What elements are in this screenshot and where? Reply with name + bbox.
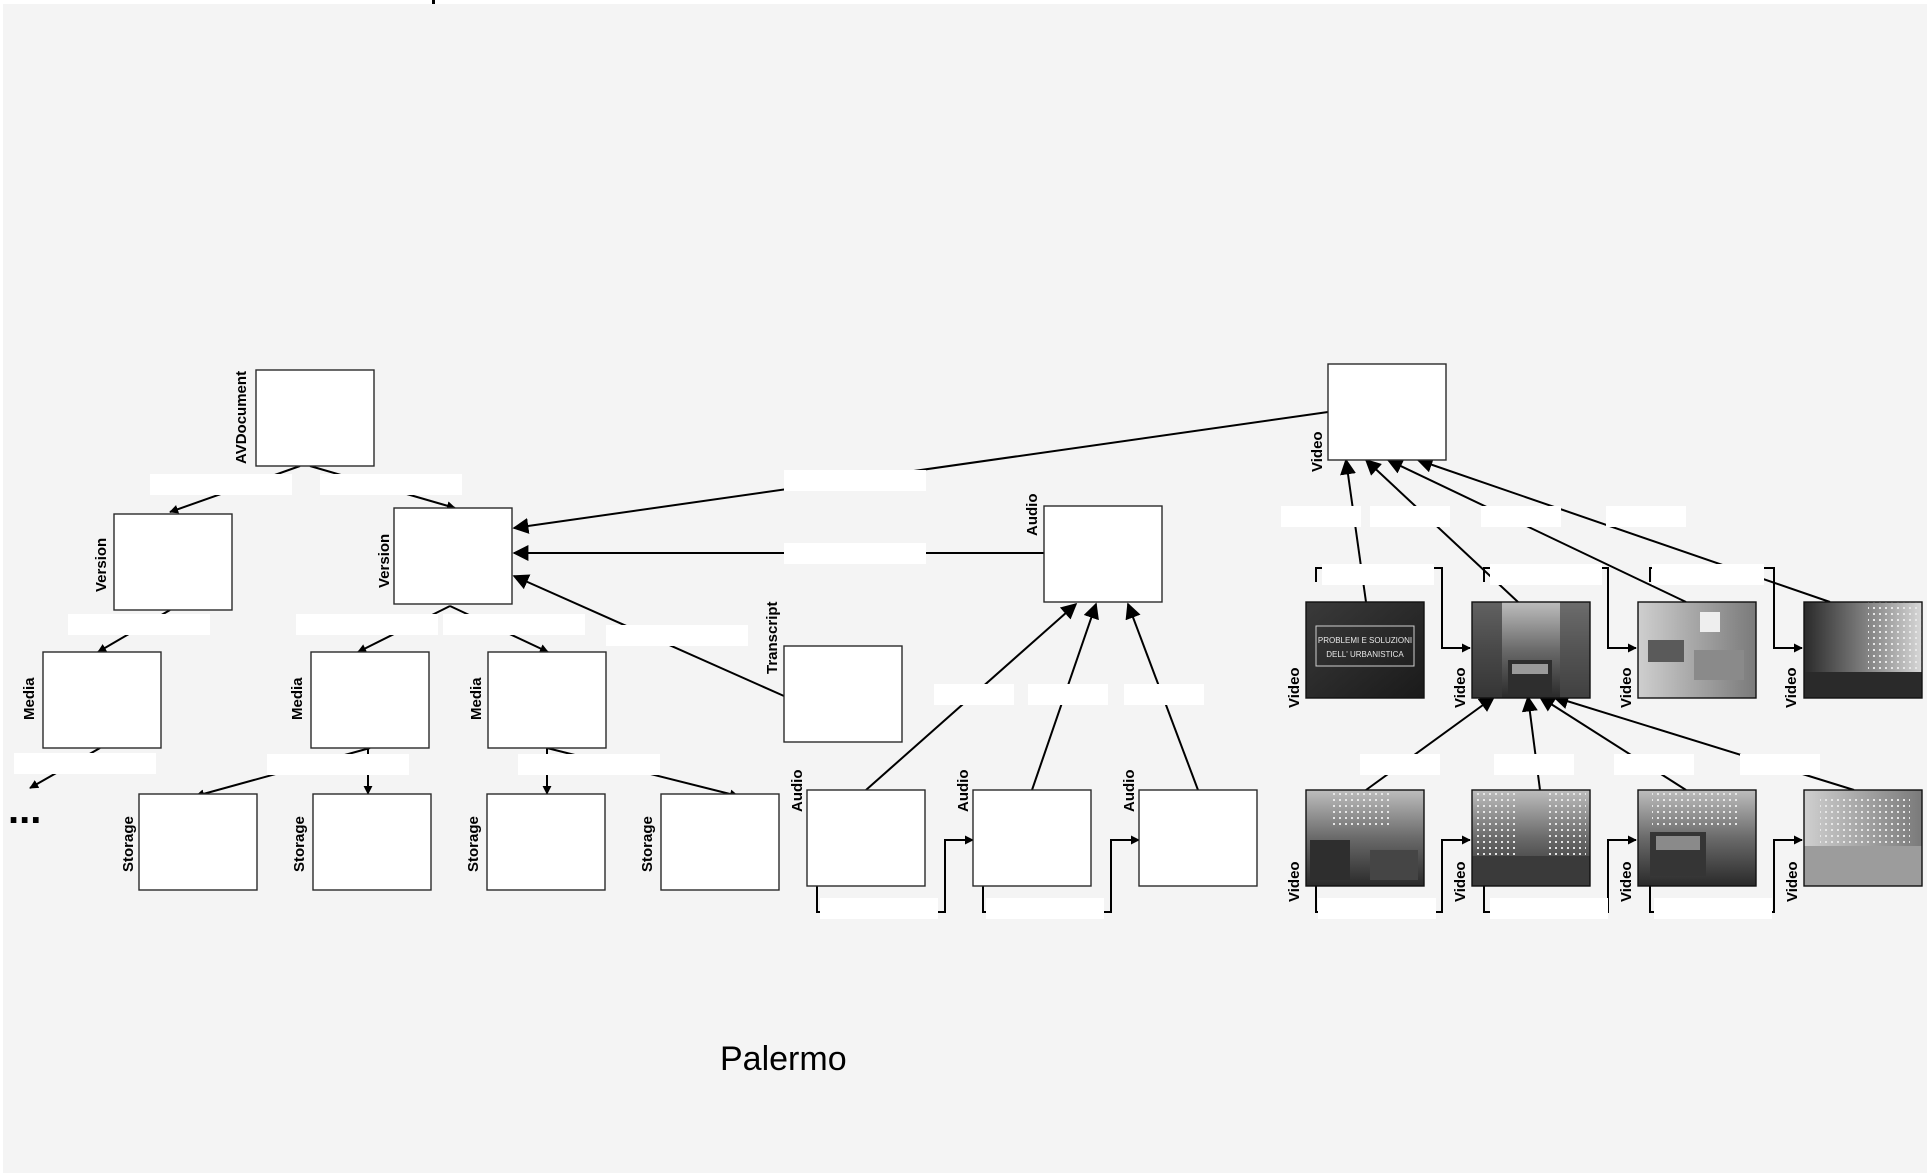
media-label: Media [21, 677, 38, 720]
edge-label-box [1028, 684, 1108, 705]
video-frame-thumbnail: Video [1286, 789, 1425, 902]
edge-label-box [784, 543, 926, 564]
audio-segment-node: Audio [1121, 770, 1258, 887]
sequence-edge [1649, 835, 1803, 913]
storage-label: Storage [465, 816, 482, 872]
video-label: Video [1452, 667, 1469, 708]
video-shot-thumbnail: Video [1618, 601, 1757, 708]
sequence-edge [1483, 567, 1637, 653]
video-label: Video [1784, 861, 1801, 902]
edge-label-box [518, 754, 660, 775]
sequence-edge [1315, 835, 1471, 913]
audio-label: Audio [1024, 494, 1041, 537]
video-label: Video [1286, 861, 1303, 902]
video-label: Video [1618, 861, 1635, 902]
version-node: Version [376, 507, 513, 605]
edge-label-box [320, 474, 462, 495]
audio-segment-node: Audio [955, 770, 1092, 887]
edge [1386, 458, 1687, 603]
audio-node: Audio [1024, 494, 1163, 603]
video-frame-thumbnail: Video [1618, 789, 1757, 902]
edge-label-box [1490, 898, 1608, 919]
video-shot-thumbnail: PROBLEMI E SOLUZIONI DELL' URBANISTICA V… [1286, 601, 1425, 708]
media-label: Media [289, 677, 306, 720]
sequence-edge [982, 835, 1140, 913]
edge-label-box [1481, 506, 1561, 527]
edge-label-box [443, 614, 585, 635]
storage-node: Storage [291, 793, 432, 891]
edge-label-box [296, 614, 438, 635]
storage-node: Storage [465, 793, 606, 891]
media-label: Media [468, 677, 485, 720]
storage-node: Storage [120, 793, 258, 891]
video-label: Video [1452, 861, 1469, 902]
storage-node: Storage [639, 793, 780, 891]
video-frame-thumbnail: Video [1784, 789, 1923, 902]
edge-label-box [1370, 506, 1450, 527]
avdocument-label: AVDocument [233, 371, 250, 464]
transcript-node: Transcript [764, 601, 903, 743]
transcript-label: Transcript [764, 601, 781, 674]
audio-label: Audio [955, 770, 972, 813]
sequence-edge [1315, 567, 1471, 653]
sequence-edge [816, 835, 974, 913]
video-shot-thumbnail: Video [1452, 601, 1591, 708]
edge-label-box [1652, 564, 1764, 585]
media-node: Media [468, 651, 607, 749]
edge-label-box [1360, 754, 1440, 775]
edge-label-box [820, 898, 938, 919]
edge-label-box [986, 898, 1104, 919]
diagram-background [3, 4, 1927, 1173]
video-label: Video [1783, 667, 1800, 708]
edge-label-box [150, 474, 292, 495]
edge-label-box [1494, 754, 1574, 775]
edge-label-box [1322, 564, 1434, 585]
version-label: Version [376, 534, 393, 588]
storage-label: Storage [639, 816, 656, 872]
edge-label-box [1318, 898, 1436, 919]
edge-label-box [68, 614, 210, 635]
sequence-edge [1649, 567, 1803, 653]
video-label: Video [1309, 431, 1326, 472]
edge-label-box [934, 684, 1014, 705]
edge-label-box [1614, 754, 1694, 775]
media-node: Media [289, 651, 430, 749]
edge-label-box [1740, 754, 1820, 775]
top-cut-mark [432, 0, 435, 4]
edge-label-box [267, 754, 409, 775]
edge-label-box [14, 753, 156, 774]
avdocument-node: AVDocument [233, 369, 375, 467]
storage-label: Storage [120, 816, 137, 872]
edge-label-box [1124, 684, 1204, 705]
video-shot-thumbnail: Video [1783, 601, 1923, 708]
edge-label-box [1490, 564, 1602, 585]
edge-label-box [606, 625, 748, 646]
edge-label-box [1654, 898, 1772, 919]
diagram-caption: Palermo [720, 1040, 847, 1078]
edge-label-box [784, 470, 926, 491]
edge-label-box [1606, 506, 1686, 527]
audio-label: Audio [1121, 770, 1138, 813]
media-node: Media [21, 651, 162, 749]
edge-label-box [1281, 506, 1361, 527]
ellipsis: ... [8, 788, 41, 832]
version-label: Version [93, 538, 110, 592]
video-label: Video [1286, 667, 1303, 708]
audio-segment-node: Audio [789, 770, 926, 887]
version-node: Version [93, 513, 233, 611]
video-label: Video [1618, 667, 1635, 708]
video-node: Video [1309, 363, 1447, 472]
thumbnail-title-line-2: DELL' URBANISTICA [1326, 650, 1404, 659]
thumbnail-title-line-1: PROBLEMI E SOLUZIONI [1318, 636, 1412, 645]
video-frame-thumbnail: Video [1452, 789, 1591, 902]
audio-label: Audio [789, 770, 806, 813]
storage-label: Storage [291, 816, 308, 872]
